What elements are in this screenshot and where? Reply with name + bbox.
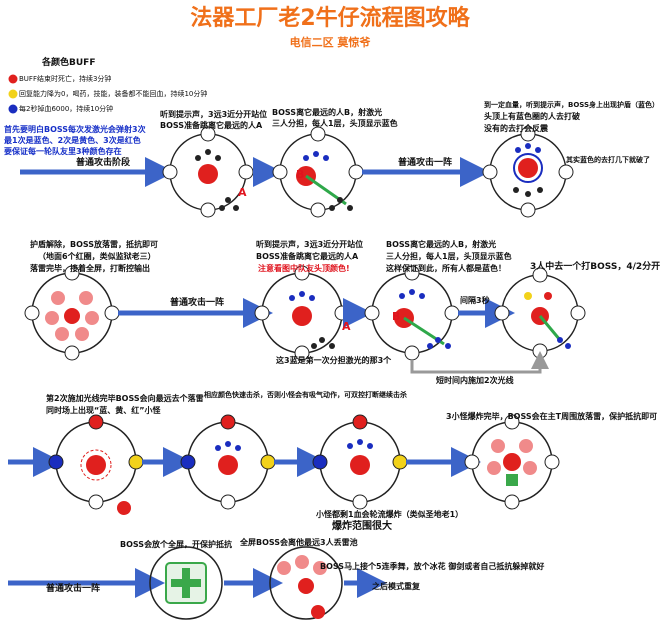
step-text: 3小怪爆炸完毕，BOSS会在主T周围放落雷，保护抵抗即可 xyxy=(446,412,658,421)
legend-item-red-icon xyxy=(8,74,18,87)
boss-marker xyxy=(218,455,238,475)
legend-note-line: 首先要明白BOSS每次发激光会弹射3次 xyxy=(4,125,146,134)
legend-note-line: 要保证每一轮队友里3种颜色存在 xyxy=(4,147,122,156)
loop-arrow xyxy=(410,351,549,374)
step-text: 三人分担，每人1层，头顶显示蓝色 xyxy=(386,252,512,261)
step-text: 第2次施加光线完毕BOSS会向最远去个落雷 xyxy=(46,394,204,403)
interval-label: 间隔3秒 xyxy=(460,296,490,305)
step-text: BOSS准备跳离它最远的人A xyxy=(256,252,359,261)
boss-marker xyxy=(503,453,521,471)
loop-label: 短时间内施加2次光线 xyxy=(436,376,514,385)
marker-b: B xyxy=(392,310,401,323)
boss-marker xyxy=(298,578,314,594)
boss-marker xyxy=(518,158,538,178)
step-text: 3人中去一个打BOSS，4/2分开站 xyxy=(530,262,660,272)
arrow-label: 普通攻击一阵 xyxy=(46,584,101,594)
arena-4 xyxy=(24,265,120,361)
side-note: 其实蓝色的去打几下就破了 xyxy=(566,156,650,164)
warning-text: 注意看图中队友头顶颜色! xyxy=(258,264,350,273)
boss-marker xyxy=(64,308,80,324)
step-text: BOSS会放个全屏，开保护抵抗 xyxy=(120,540,233,549)
step-text: BOSS离它最远的人B，射激光 xyxy=(386,240,497,249)
legend-item-yellow-icon xyxy=(8,89,18,102)
legend-item-blue: 每2秒掉血6000，持续10分钟 xyxy=(19,105,114,113)
boss-marker xyxy=(86,455,106,475)
marker-b: B xyxy=(296,168,305,181)
boss-marker xyxy=(350,455,370,475)
step-text: 到一定血量，听到提示声，BOSS身上出现护盾（蓝色） xyxy=(484,101,660,109)
step-text: （地面6个红圈，类似监狱老三） xyxy=(38,252,156,261)
legend-note-line: 最1次是蓝色、2次是黄色、3次是红色 xyxy=(4,136,141,145)
arena-12 xyxy=(149,546,223,620)
step-text: 小怪都剩1血会轮流爆炸（类似圣地老1） xyxy=(316,510,464,519)
arena-3 xyxy=(482,126,574,218)
arena-8 xyxy=(48,414,144,515)
page-title: 法器工厂老2牛仔流程图攻略 xyxy=(190,6,470,31)
step-text: 之后模式重复 xyxy=(372,582,420,591)
arena-6 xyxy=(364,265,460,361)
step-text: BOSS离它最远的人B，射激光 xyxy=(272,108,383,117)
step-text: 落雷完毕，接着全屏，打断控输出 xyxy=(30,264,150,273)
arena-11 xyxy=(464,414,560,510)
step-text: 爆炸范围很大 xyxy=(332,521,392,532)
boss-marker xyxy=(292,306,312,326)
arrow-label: 普通攻击一阵 xyxy=(170,298,225,308)
marker-a: A xyxy=(342,320,351,333)
arena-7 xyxy=(494,267,586,359)
marker-a: A xyxy=(238,186,247,199)
step-text: 头顶上有蓝色圈的人去打破 xyxy=(484,112,580,121)
legend-heading: 各颜色BUFF xyxy=(42,58,96,68)
arena-5 xyxy=(254,265,350,361)
step-text: BOSS马上接个5连季舞，放个冰花 御剑或者自己抵抗躲掉就好 xyxy=(320,562,545,571)
arena-2 xyxy=(272,126,364,218)
step-text: 相应颜色快速击杀，否则小怪会有吸气动作，可双控打断继续击杀 xyxy=(204,391,407,399)
step-text: 听到提示声，3远3近分开站位 xyxy=(256,240,364,249)
step-text: 同时场上出现“蓝、黄、红”小怪 xyxy=(46,406,161,415)
step-text: 三人分担，每人1层，头顶显示蓝色 xyxy=(272,119,398,128)
arena-13 xyxy=(269,546,343,620)
legend-item-blue-icon xyxy=(8,104,18,117)
step-text: 全屏BOSS会离他最远3人丢雷池 xyxy=(240,538,358,547)
arrow-label: 普通攻击一阵 xyxy=(398,158,453,168)
arena-9 xyxy=(180,414,276,510)
step-caption: 这3蓝是第一次分担激光的那3个 xyxy=(276,356,392,365)
stage-label: 普通攻击阶段 xyxy=(76,158,131,168)
legend-item-red: BUFF结束时死亡，持续3分钟 xyxy=(19,75,112,83)
step-text: 听到提示声，3远3近分开站位 xyxy=(160,110,268,119)
legend-item-yellow: 回复能力降为0，喝药，技能，装备都不能回血，持续10分钟 xyxy=(19,90,208,98)
arena-10 xyxy=(312,414,408,510)
step-text: 没有的去打会反震 xyxy=(484,124,548,133)
step-text: 这样保证到此，所有人都是蓝色！ xyxy=(386,264,506,273)
page-subtitle: 电信二区 莫惊爷 xyxy=(289,36,371,49)
step-text: BOSS准备跳离它最远的人A xyxy=(160,121,263,130)
step-text: 护盾解除，BOSS放落雷，抵抗即可 xyxy=(30,240,159,249)
boss-marker xyxy=(198,164,218,184)
arena-1 xyxy=(162,126,254,218)
